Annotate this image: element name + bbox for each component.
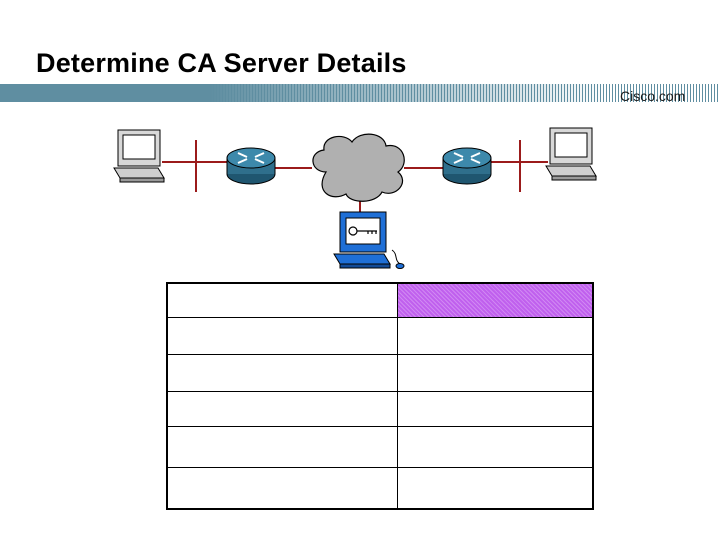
network-diagram <box>113 127 597 269</box>
table-cell <box>168 355 398 391</box>
table-header-cell-accent <box>398 284 592 317</box>
router-icon <box>442 147 492 185</box>
table-row <box>168 427 592 468</box>
table-cell <box>398 427 592 467</box>
table-cell <box>398 318 592 354</box>
table-header-row <box>168 284 592 318</box>
table-cell <box>398 468 592 508</box>
table-cell <box>168 392 398 426</box>
slide-title: Determine CA Server Details <box>36 48 407 78</box>
network-links <box>162 140 548 214</box>
table-cell <box>398 392 592 426</box>
table-row <box>168 355 592 392</box>
table-cell <box>168 468 398 508</box>
table-cell <box>168 427 398 467</box>
ca-details-table <box>166 282 594 510</box>
table-row <box>168 468 592 508</box>
router-icon <box>226 147 276 185</box>
brand-logo-text: Cisco.com <box>620 88 686 104</box>
workstation-icon <box>545 127 597 181</box>
network-cloud-icon <box>312 133 405 202</box>
table-row <box>168 318 592 355</box>
table-row <box>168 392 592 427</box>
table-header-cell <box>168 284 398 317</box>
workstation-icon <box>113 129 165 183</box>
header-band <box>0 84 720 102</box>
table-cell <box>398 355 592 391</box>
key-icon <box>348 226 377 236</box>
ca-server-icon <box>333 211 405 269</box>
table-cell <box>168 318 398 354</box>
